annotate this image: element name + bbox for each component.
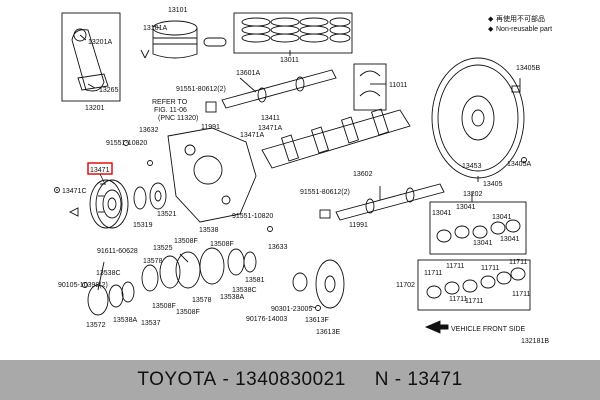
part-label: 13101A [143,25,167,32]
part-label: 11711 [509,259,528,266]
parts-diagram: ◆ 再使用不可部品 ◆ Non-reusable part 13101 1310… [54,7,552,345]
vehicle-front-label: VEHICLE FRONT SIDE [451,326,525,333]
part-label: 13405 [483,181,503,188]
part-label: 13202 [463,191,483,198]
part-label: 13538C [96,270,121,277]
part-label: 13201 [85,105,105,112]
part-label: 13633 [268,244,288,251]
part-label: 13632 [139,127,159,134]
legend-marker-2: ◆ [488,26,494,33]
balance-shaft-lower [335,183,445,221]
part-label: 11011 [389,82,408,89]
part-label: 13538A [113,317,137,324]
timing-rotor-plate [315,259,345,309]
connecting-rod-shape [71,29,105,92]
part-label: 11711 [424,270,443,277]
separator: - [388,369,408,390]
part-label: 91551-80612(2) [300,189,350,196]
part-label: 13581 [245,277,265,284]
part-label: 11711 [449,296,468,303]
part-label: 91551-10820 [232,213,273,220]
part-label: 13613E [316,329,340,336]
part-label: 11702 [396,282,415,289]
part-label: 90301-23005 [271,306,312,313]
part-label: 13411 [261,115,280,122]
part-label: 13453 [462,163,482,170]
crankshaft-shape [261,109,411,169]
part-label: 13578 [192,297,212,304]
part-label: 13601A [236,70,260,77]
part-label: 11711 [512,291,531,298]
part-label: 11991 [201,124,220,131]
flywheel-shape [431,57,525,179]
part-label: 13538C [232,287,257,294]
part-label: 13041 [456,204,476,211]
part-label: 13405B [516,65,540,72]
part-label: 13041 [492,214,512,221]
vehicle-front-arrow [424,320,449,334]
part-label: 13537 [141,320,161,327]
balance-shaft-upper [221,69,337,109]
part-label: 13011 [280,57,299,64]
part-label: 13508F [210,241,234,248]
legend-non-reusable-text: Non-reusable part [496,26,552,33]
part-label: 13525 [153,245,173,252]
part-label: 15319 [133,222,153,229]
piston-rings-box [233,12,353,54]
oil-pump-housing [167,127,257,223]
part-info-footer: TOYOTA - 1340830021 N - 13471 [0,360,600,400]
legend-reusable-text: 再使用不可部品 [496,14,545,23]
part-label: 13613F [305,317,329,324]
part-label: 13041 [432,210,452,217]
part-label: 13602 [353,171,373,178]
oem-part-number: 1340830021 [235,369,346,390]
part-label: FIG. 11-06 [154,107,187,114]
part-label: 13471C [62,188,87,195]
part-label: 13471A [258,125,282,132]
part-label: 90105-10398(2) [58,282,108,289]
part-label: 11711 [465,298,484,305]
separator: - [216,369,236,390]
part-label: 13508F [152,303,176,310]
part-label: 13538 [199,227,219,234]
part-label: 13508F [174,238,198,245]
part-label: 91611-60628 [97,248,138,255]
part-label: 11991 [349,222,368,229]
part-label: 13578 [143,258,163,265]
part-label: 13405A [507,161,531,168]
diagram-code: 132181B [521,338,549,345]
part-label: 13471A [240,132,264,139]
part-label: 11711 [446,263,465,270]
legend-marker-1: ◆ [488,16,494,23]
part-label: 13041 [500,236,520,243]
highlighted-part-label: 13471 [90,167,110,174]
part-label: 13521 [157,211,177,218]
part-label: 91551-80612(2) [176,86,226,93]
gap [346,369,375,391]
part-label: 13265 [99,87,119,94]
part-label: 90176-14003 [246,316,287,323]
reference-number: 13471 [407,369,463,390]
part-label: 91551-10820 [106,140,147,147]
part-label: 13101 [168,7,188,14]
connecting-rod-group-box [61,12,121,102]
brand-name: TOYOTA [137,369,217,390]
part-label: 13572 [86,322,106,329]
crankshaft-pulley [89,179,129,229]
part-label: REFER TO [152,99,188,106]
part-label: 11711 [481,265,500,272]
part-label: 13508F [176,309,200,316]
n-label: N [374,369,389,390]
part-label: 13041 [473,240,493,247]
part-label: 13201A [88,39,112,46]
part-label: (PNC 11320) [158,115,198,122]
part-label: 13538A [220,294,244,301]
